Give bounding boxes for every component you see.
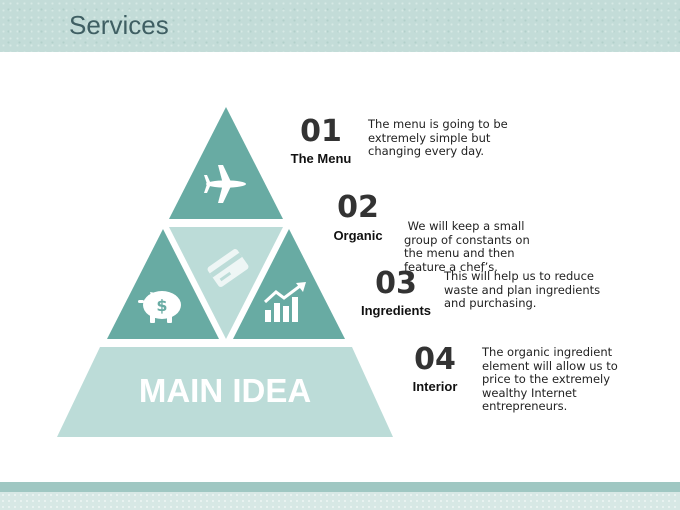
pyramid-top-triangle	[169, 107, 283, 219]
item-label: Interior	[412, 379, 458, 394]
svg-text:$: $	[156, 296, 167, 315]
pyramid-base	[57, 347, 393, 437]
item-number: 04	[414, 342, 456, 377]
item-label: Ingredients	[360, 303, 432, 318]
pyramid-right-triangle	[233, 229, 345, 339]
item-number: 01	[300, 114, 342, 149]
airplane-icon	[204, 165, 246, 203]
growth-chart-icon	[263, 282, 306, 322]
item-label: The Menu	[290, 151, 352, 166]
page-title: Services	[69, 10, 169, 40]
piggy-bank-icon: $	[138, 291, 181, 323]
item-number: 03	[375, 266, 417, 301]
pyramid-left-triangle	[107, 229, 219, 339]
item-number: 02	[337, 190, 379, 225]
header-banner	[0, 0, 680, 52]
credit-card-icon	[207, 249, 249, 287]
main-idea-label: MAIN IDEA	[139, 372, 311, 409]
footer-stripe	[0, 482, 680, 492]
item-label: Organic	[333, 228, 383, 243]
footer-pattern	[0, 492, 680, 510]
